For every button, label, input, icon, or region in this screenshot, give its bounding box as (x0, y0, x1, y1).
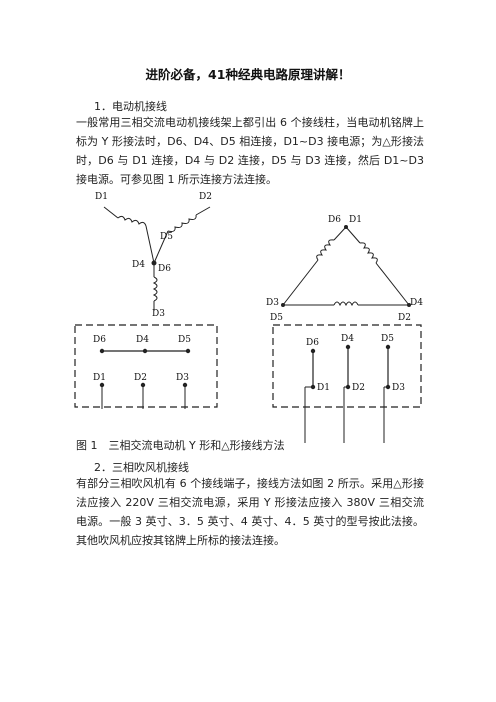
y-box-top-2: D4 (136, 335, 149, 345)
y-line-left-center (145, 225, 155, 264)
delta-label-d3: D3 (266, 298, 279, 308)
y-box-top-3: D5 (178, 335, 191, 345)
y-line-d1 (103, 206, 119, 219)
section2-heading: 2．三相吹风机接线 (94, 461, 189, 474)
delta-connection-diagram (282, 226, 410, 307)
delta-line-top-left-a (333, 226, 347, 241)
delta-supply-leads (304, 386, 388, 443)
y-box-bottom-3: D3 (176, 373, 189, 383)
delta-label-d2: D2 (398, 313, 411, 323)
y-terminal-box (74, 324, 218, 408)
delta-vertices (281, 225, 411, 307)
y-box-bottom-1: D1 (93, 373, 106, 383)
delta-label-d1: D1 (349, 215, 362, 225)
section1-paragraph: 一般常用三相交流电动机接线架上都引出 6 个接线柱，当电动机铭牌上标为 Y 形接… (76, 116, 424, 186)
y-box-bottom-2: D2 (134, 373, 147, 383)
delta-line-top-right-b (375, 262, 410, 306)
y-box-top-1: D6 (93, 335, 106, 345)
y-label-d1: D1 (95, 192, 108, 202)
figure1-caption: 图 1 三相交流电动机 Y 形和△形接线方法 (76, 439, 285, 452)
delta-box-top-2: D4 (341, 334, 354, 344)
y-label-d4: D4 (132, 260, 145, 270)
y-line-d2 (195, 206, 211, 216)
figure1-diagram: D1 D2 D5 D4 D6 D3 D6 D4 D5 D1 D2 D3 D6 D… (74, 192, 423, 443)
delta-coil-right (359, 242, 378, 264)
y-top-terminals (99, 348, 191, 354)
y-label-d3: D3 (152, 309, 165, 319)
delta-links (312, 347, 389, 387)
section2-paragraph: 有部分三相吹风机有 6 个接线端子，接线方法如图 2 所示。采用△形接法应接入 … (76, 477, 424, 547)
y-supply-leads (101, 385, 186, 409)
y-label-d6: D6 (158, 264, 171, 274)
delta-line-top-right-a (345, 226, 361, 244)
delta-box-bottom-3: D3 (392, 383, 405, 393)
section1-heading: 1．电动机接线 (94, 100, 167, 113)
delta-label-d5: D5 (270, 313, 283, 323)
delta-line-top-left-b (282, 259, 319, 306)
delta-box-top-3: D5 (381, 334, 394, 344)
y-line-right-center (153, 230, 169, 264)
delta-terminal-box (272, 324, 422, 408)
delta-label-d4: D4 (410, 298, 423, 308)
page-title: 进阶必备，41种经典电路原理讲解！ (145, 67, 351, 82)
delta-coil-left (316, 239, 335, 261)
y-coil-left (117, 215, 147, 227)
y-label-d2: D2 (199, 192, 212, 202)
y-label-d5: D5 (160, 232, 173, 242)
delta-label-d6: D6 (328, 215, 341, 225)
y-connection-diagram (103, 206, 211, 311)
y-bottom-terminals (99, 382, 188, 388)
delta-box-top-1: D6 (306, 338, 319, 348)
delta-box-bottom-1: D1 (317, 383, 330, 393)
delta-terminals (310, 344, 391, 390)
delta-coil-bottom (333, 301, 359, 307)
y-coil-right (167, 214, 197, 232)
delta-box-bottom-2: D2 (352, 383, 365, 393)
y-coil-bottom (152, 276, 158, 302)
